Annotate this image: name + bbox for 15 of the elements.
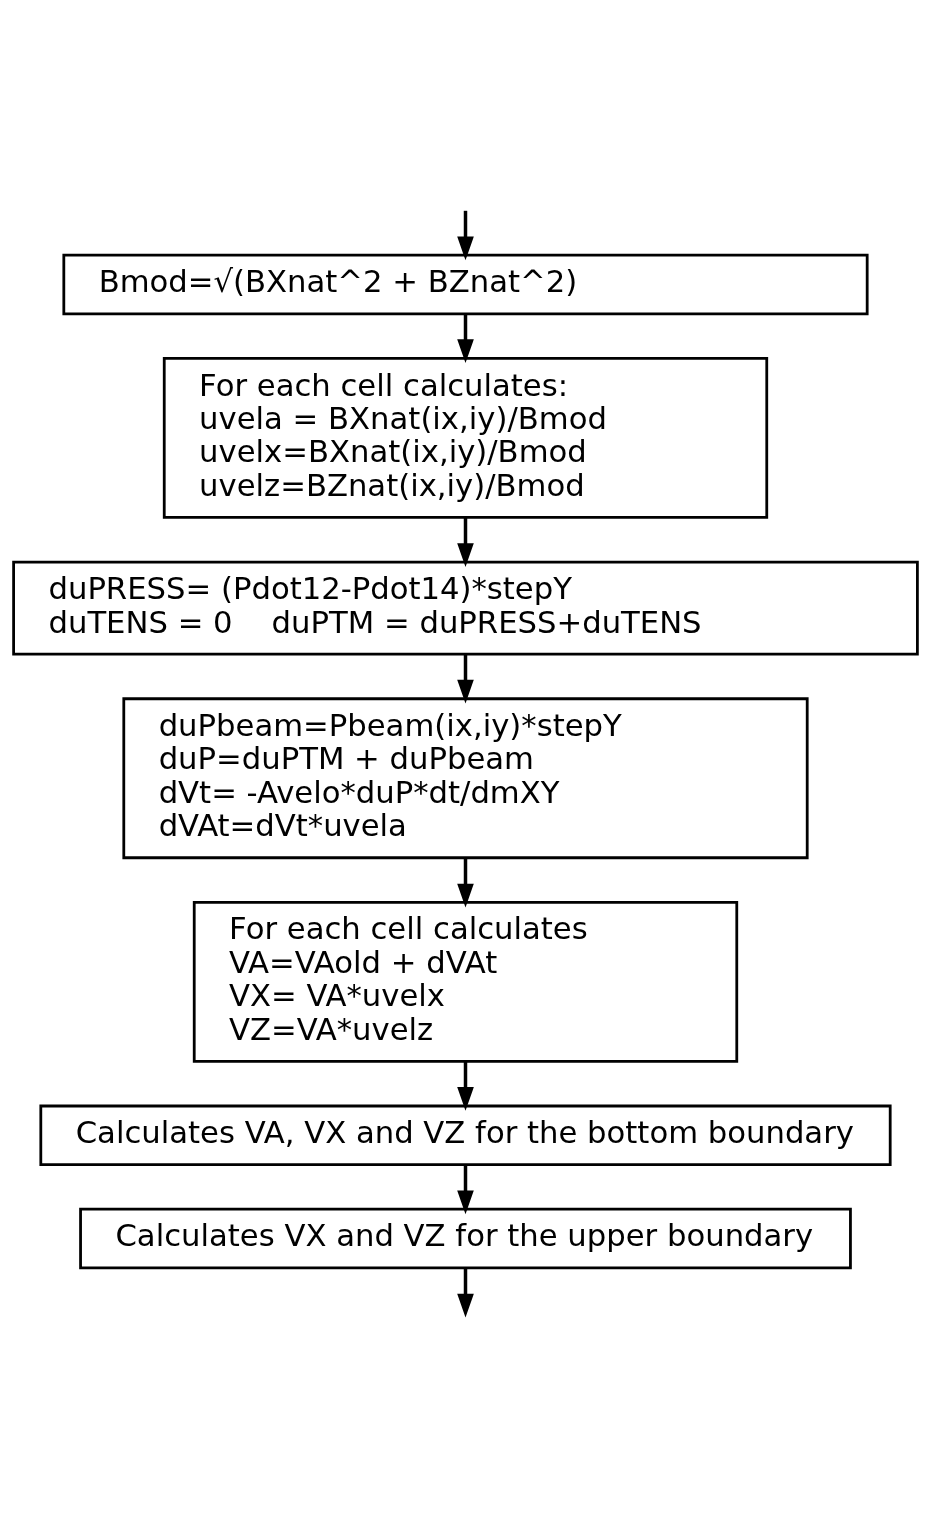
node-box: Calculates VA, VX and VZ for the bottom boundary [39, 1104, 892, 1166]
arrow [457, 517, 474, 567]
arrow [457, 653, 474, 704]
arrow [457, 1061, 474, 1111]
node-box: duPbeam=Pbeam(ix,iy)*stepY duP=duPTM + duPbeam dVt= -Avelo*duP*dt/dmXY dVAt=dVt*uvela [122, 696, 809, 859]
arrow [457, 210, 474, 260]
node-box: For each cell calculates VA=VAold + dVAt VX= VA*uvelx VZ=VA*uvelz [192, 900, 739, 1063]
node-box: duPRESS= (Pdot12-Pdot14)*stepY duTENS = 0 duPTM = duPRESS+duTENS [12, 560, 919, 655]
node-box: For each cell calculates: uvela = BXnat(ix,iy)/Bmod uvelx=BXnat(ix,iy)/Bmod uvelz=BZnat(ix,iy)/Bmod [162, 356, 769, 519]
node-box: Bmod=√(BXnat^2 + BZnat^2) [62, 253, 869, 315]
arrow [457, 313, 474, 363]
node-box: Calculates VX and VZ for the upper boundary [79, 1207, 852, 1269]
arrow [457, 1164, 474, 1214]
arrow [457, 1267, 474, 1318]
arrow [457, 857, 474, 907]
